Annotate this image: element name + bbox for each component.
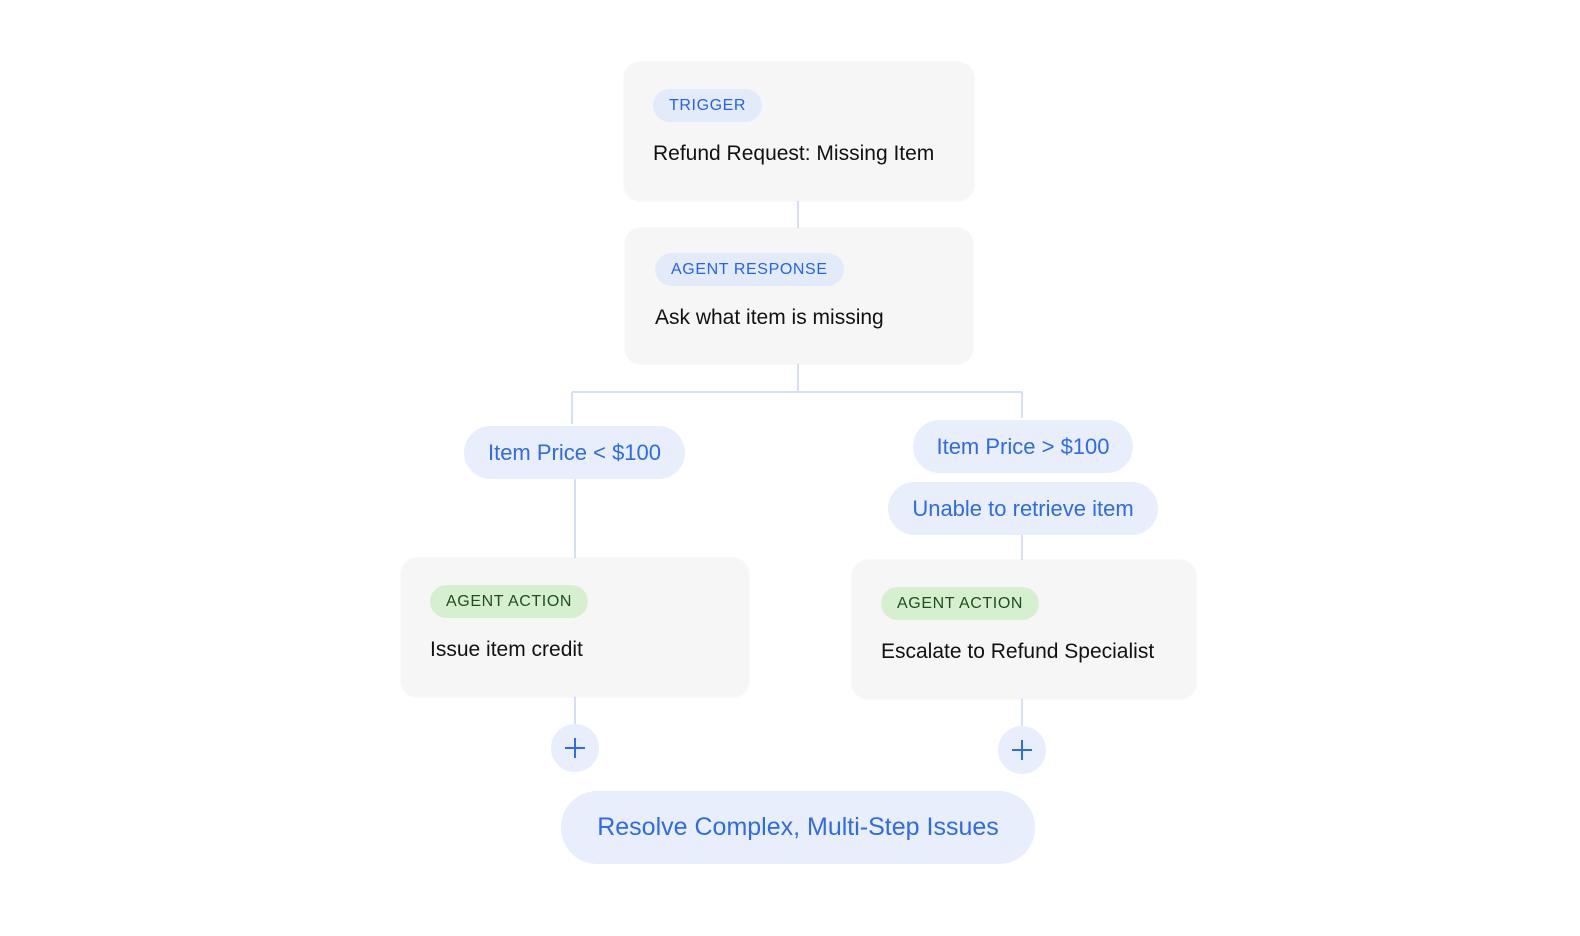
agent-response-tag: AGENT RESPONSE (655, 253, 844, 286)
trigger-text: Refund Request: Missing Item (653, 142, 935, 165)
condition-pill-right-secondary[interactable]: Unable to retrieve item (888, 482, 1158, 535)
agent-action-card-right[interactable]: AGENT ACTION Escalate to Refund Speciali… (852, 560, 1196, 699)
resolve-issues-cta-button[interactable]: Resolve Complex, Multi-Step Issues (561, 791, 1035, 864)
condition-pill-left[interactable]: Item Price < $100 (464, 426, 685, 479)
agent-action-text-left: Issue item credit (430, 638, 583, 661)
add-step-left-plus-icon[interactable] (551, 724, 599, 772)
trigger-tag: TRIGGER (653, 89, 763, 122)
agent-action-tag-right: AGENT ACTION (881, 587, 1040, 620)
agent-action-text-right: Escalate to Refund Specialist (881, 640, 1155, 663)
agent-response-card[interactable]: AGENT RESPONSE Ask what item is missing (625, 228, 973, 364)
agent-response-text: Ask what item is missing (655, 306, 884, 329)
add-step-right-plus-icon[interactable] (998, 726, 1046, 774)
trigger-card[interactable]: TRIGGER Refund Request: Missing Item (624, 62, 974, 201)
agent-action-card-left[interactable]: AGENT ACTION Issue item credit (401, 558, 749, 697)
agent-action-tag-left: AGENT ACTION (430, 585, 589, 618)
condition-pill-right[interactable]: Item Price > $100 (913, 420, 1133, 473)
